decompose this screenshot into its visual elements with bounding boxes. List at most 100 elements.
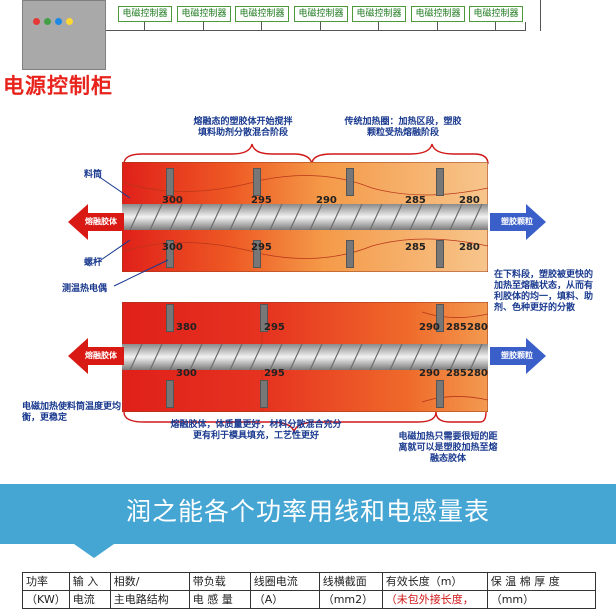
- note-short-heating-distance: 电磁加热只需要很短的距 离就可以是塑胶加热至熔 融态胶体: [398, 432, 498, 464]
- temp-label: 285: [405, 242, 426, 253]
- electromagnetic-controller: 电磁控制器: [118, 6, 172, 22]
- input-arrow-2: [490, 338, 546, 374]
- thermocouple: [166, 304, 174, 332]
- temp-label: 300: [162, 242, 183, 253]
- bracket-top: [123, 143, 489, 165]
- thermocouple: [166, 380, 174, 408]
- header-power: 功率: [22, 572, 70, 591]
- bracket-bottom: [123, 411, 487, 433]
- header-insulation-thickness-unit: （mm）: [486, 590, 597, 609]
- output-label-1: 熔融胶体: [85, 217, 117, 226]
- temp-label: 280: [467, 322, 488, 333]
- header-load-inductance-sub: 电 感 量: [188, 590, 251, 609]
- cabinet-label: 电源控制柜: [3, 74, 113, 98]
- temp-label: 295: [251, 242, 272, 253]
- leader-barrel: [97, 175, 131, 199]
- input-label-2: 塑胶颗粒: [501, 351, 533, 360]
- thermocouple: [260, 380, 268, 408]
- temp-label: 295: [251, 195, 272, 206]
- indicator-light-blue: [55, 18, 62, 25]
- temp-label: 295: [264, 368, 285, 379]
- output-arrow-2: [68, 338, 124, 374]
- input-label-1: 塑胶颗粒: [501, 217, 533, 226]
- thermocouple: [253, 240, 261, 268]
- thermocouple: [436, 240, 444, 268]
- thermocouple: [253, 168, 261, 196]
- thermocouple: [436, 168, 444, 196]
- cabinet-indicator-lights: [33, 18, 73, 25]
- control-bus-riser: [540, 0, 541, 31]
- header-coil-current: 线圈电流: [249, 572, 320, 591]
- note-uniform-temperature: 电磁加热使料筒温度更均 衡，更稳定: [22, 402, 122, 423]
- note-quality-melt: 熔融胶体，体质量更好，材料分散混合充分 更有利于模具填充，工艺性更好: [170, 420, 342, 441]
- thermocouple: [436, 304, 444, 332]
- note-traditional-heating: 传统加热圈：加热区段，塑胶 颗粒受热熔融阶段: [344, 117, 462, 138]
- controller-connector: [261, 22, 262, 30]
- control-bus-drop: [525, 22, 526, 31]
- temp-label: 285: [446, 322, 467, 333]
- indicator-light-red: [33, 18, 40, 25]
- controller-connector: [437, 22, 438, 30]
- electromagnetic-controller: 电磁控制器: [411, 6, 465, 22]
- input-arrow-1: [490, 204, 546, 240]
- header-cross-section: 线横截面: [318, 572, 383, 591]
- header-coil-current-unit: （A）: [249, 590, 320, 609]
- power-control-cabinet: [22, 0, 106, 70]
- thermocouple: [346, 168, 354, 196]
- temp-label: 280: [459, 242, 480, 253]
- controller-connector: [203, 22, 204, 30]
- temp-label: 380: [176, 322, 197, 333]
- banner-title: 润之能各个功率用线和电感量表: [125, 497, 490, 526]
- header-phase-structure-sub: 主电路结构: [109, 590, 190, 609]
- header-effective-length-note: （未包外接长度，: [381, 590, 488, 609]
- indicator-light-green: [44, 18, 51, 25]
- temp-label: 300: [176, 368, 197, 379]
- temp-label: 290: [419, 322, 440, 333]
- table-header-row: （KW） 电流 主电路结构 电 感 量 （A） （mm2） （未包外接长度， （…: [22, 590, 597, 609]
- controller-connector: [320, 22, 321, 30]
- header-phase-structure: 相数/: [109, 572, 190, 591]
- thermocouple: [346, 240, 354, 268]
- barrel-1: [122, 162, 488, 272]
- header-effective-length: 有效长度（m）: [381, 572, 488, 591]
- header-insulation-thickness: 保 温 棉 厚 度: [486, 572, 597, 591]
- electromagnetic-controller: 电磁控制器: [352, 6, 406, 22]
- indicator-light-yellow: [66, 18, 73, 25]
- header-power-unit: （KW）: [22, 590, 70, 609]
- label-barrel: 料筒: [84, 170, 103, 180]
- leader-thermocouple: [113, 259, 169, 287]
- barrel-2: [122, 302, 488, 412]
- header-input-current-unit: 电流: [68, 590, 111, 609]
- note-mixing-stage: 熔融态的塑胶体开始搅拌 填料助剂分散混合阶段: [193, 117, 293, 138]
- thermocouple: [436, 380, 444, 408]
- temp-label: 290: [419, 368, 440, 379]
- electromagnetic-controller: 电磁控制器: [235, 6, 289, 22]
- header-input-current: 输 入: [68, 572, 111, 591]
- header-load-inductance: 带负载: [188, 572, 251, 591]
- section-banner: [0, 484, 616, 544]
- leader-screw: [97, 239, 131, 263]
- controller-connector: [144, 22, 145, 30]
- controller-connector: [495, 22, 496, 30]
- output-arrow-1: [68, 204, 124, 240]
- temp-label: 280: [467, 368, 488, 379]
- label-thermocouple: 测温热电偶: [62, 284, 108, 294]
- power-wire-inductance-table: 功率 输 入 相数/ 带负载 线圈电流 线横截面 有效长度（m） 保 温 棉 厚…: [22, 572, 597, 609]
- output-label-2: 熔融胶体: [85, 351, 117, 360]
- thermocouple: [260, 304, 268, 332]
- controller-connector: [378, 22, 379, 30]
- temp-label: 285: [405, 195, 426, 206]
- electromagnetic-controller: 电磁控制器: [177, 6, 231, 22]
- control-bus-line: [106, 30, 526, 31]
- temp-label: 280: [459, 195, 480, 206]
- electromagnetic-controller: 电磁控制器: [294, 6, 348, 22]
- temp-label: 295: [264, 322, 285, 333]
- electromagnetic-controller: 电磁控制器: [469, 6, 523, 22]
- note-feeding-stage: 在下料段，塑胶被更快的 加热至熔融状态，从而有 利胶体的均一，填料、助 剂、色种…: [494, 270, 594, 313]
- table-header-row: 功率 输 入 相数/ 带负载 线圈电流 线横截面 有效长度（m） 保 温 棉 厚…: [22, 572, 597, 591]
- temp-label: 300: [162, 195, 183, 206]
- thermocouple: [166, 240, 174, 268]
- label-screw: 螺杆: [84, 258, 103, 268]
- thermocouple: [166, 168, 174, 196]
- temp-label: 290: [316, 195, 337, 206]
